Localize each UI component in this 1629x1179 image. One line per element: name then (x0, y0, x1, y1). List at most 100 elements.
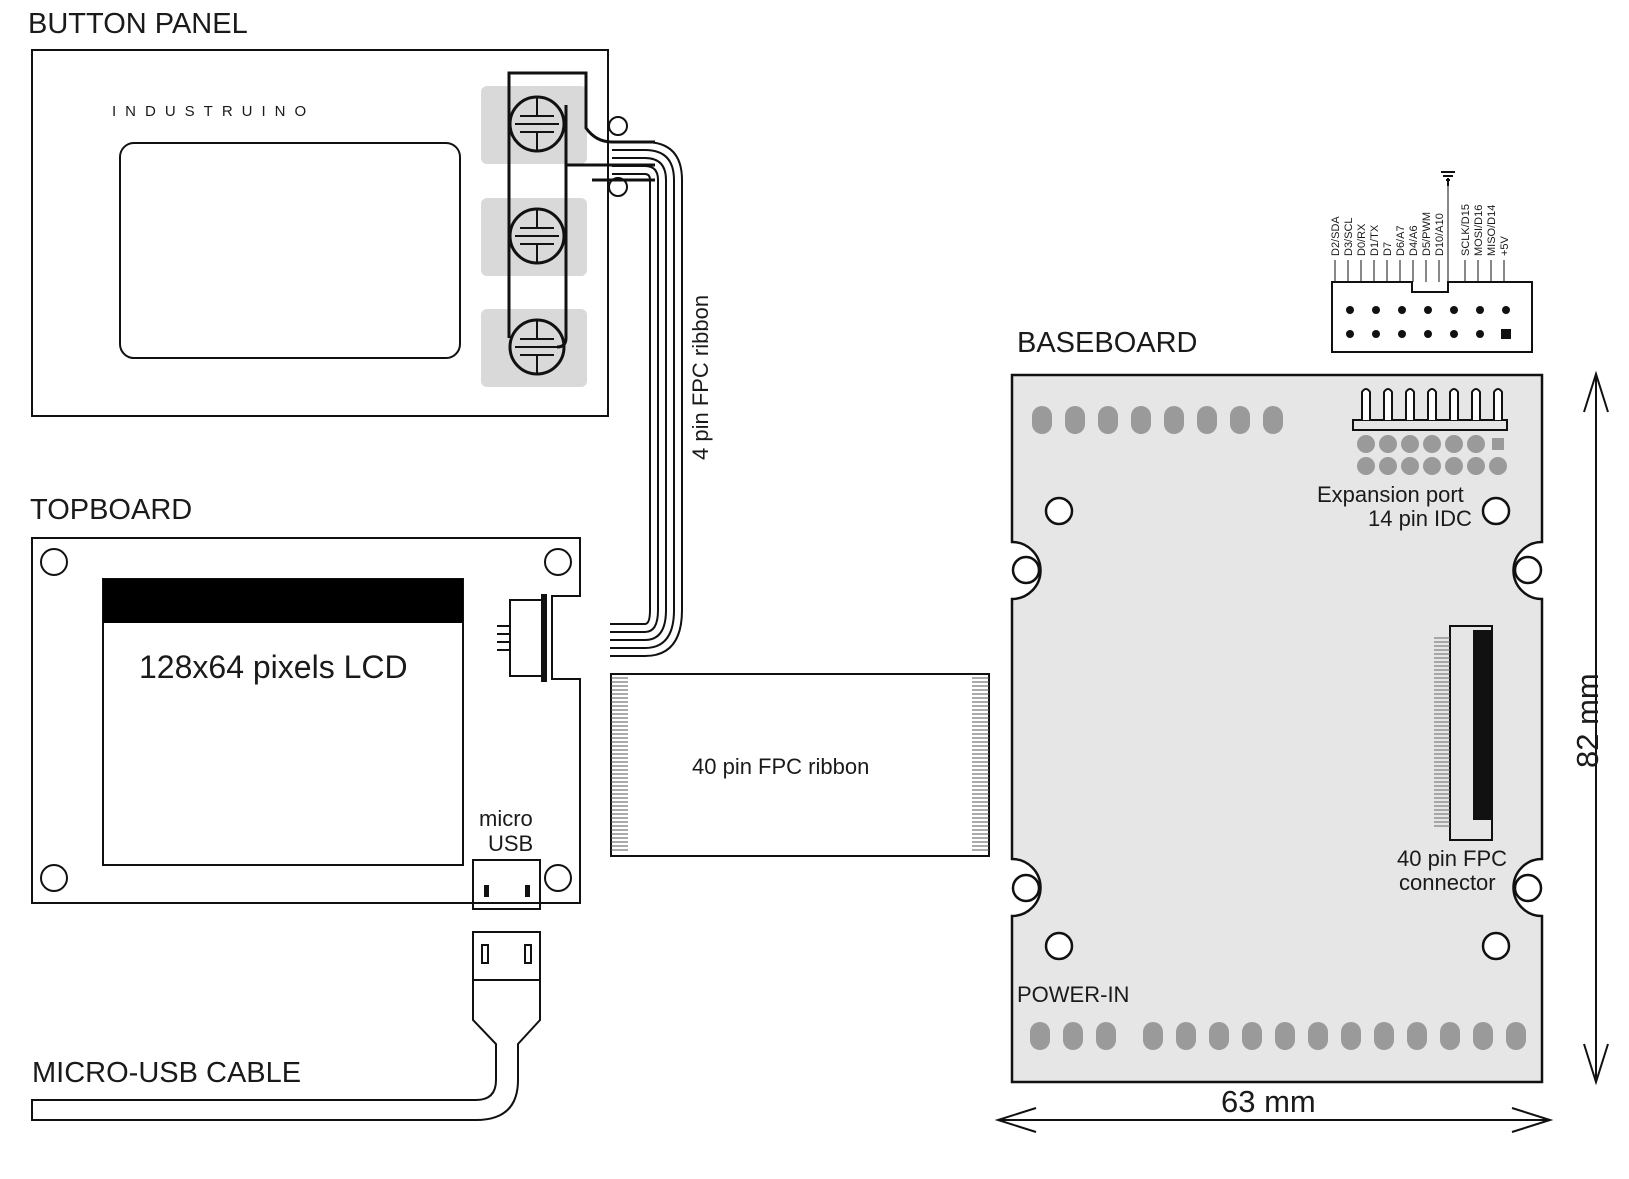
topboard-outline (31, 537, 581, 904)
micro-usb-port (472, 859, 541, 910)
baseboard-pad (1275, 1022, 1295, 1050)
ribbon-40pin-label: 40 pin FPC ribbon (692, 754, 869, 779)
baseboard-pad (1131, 406, 1151, 434)
idc-pin-dot (1476, 306, 1484, 314)
header-pad (1467, 435, 1485, 453)
pinout-label: D3/SCL (1343, 217, 1355, 256)
pinout-label: D7 (1382, 242, 1394, 256)
button-panel-title: BUTTON PANEL (28, 8, 248, 40)
fpc-connector-label-line2: connector (1399, 870, 1496, 895)
idc-pin-dot (1346, 306, 1354, 314)
micro-usb-cable-title: MICRO-USB CABLE (32, 1057, 301, 1089)
pinout-label: D5/PWM (1421, 212, 1433, 256)
height-dimension-arrow (1583, 370, 1609, 1086)
baseboard-pad (1032, 406, 1052, 434)
baseboard-pad (1341, 1022, 1361, 1050)
pinout-label: SCLK/D15 (1460, 204, 1472, 256)
lcd-top-bar (103, 579, 463, 623)
width-dimension-arrow (994, 1107, 1554, 1133)
ribbon-4pin-label: 4 pin FPC ribbon (688, 295, 713, 460)
button-panel-outline (31, 49, 609, 417)
header-pad (1357, 435, 1375, 453)
baseboard-title: BASEBOARD (1017, 327, 1198, 359)
pinout-label: D10/A10 (1434, 213, 1446, 256)
header-pad (1423, 457, 1441, 475)
pinout-label: D4/A6 (1408, 225, 1420, 256)
idc-pin-dot (1398, 306, 1406, 314)
idc-pin-dot (1476, 330, 1484, 338)
header-pad (1445, 435, 1463, 453)
expansion-header (1352, 388, 1508, 475)
header-pad (1357, 457, 1375, 475)
pinout-label: MISO/D14 (1486, 205, 1498, 256)
idc-pin-dot (1372, 330, 1380, 338)
width-dimension-label: 63 mm (1221, 1084, 1316, 1119)
micro-usb-cable (31, 931, 541, 1121)
ground-icon (1441, 171, 1455, 186)
brand-label: INDUSTRUINO (112, 103, 315, 120)
button-panel-display-window (119, 142, 461, 359)
baseboard-pad (1242, 1022, 1262, 1050)
pinout-label: D2/SDA (1330, 216, 1342, 256)
lcd-label: 128x64 pixels LCD (139, 649, 408, 685)
header-pin (1449, 388, 1459, 420)
baseboard-pad (1098, 406, 1118, 434)
baseboard-pad (1030, 1022, 1050, 1050)
baseboard-outline (1010, 373, 1544, 1084)
header-pin (1493, 388, 1503, 420)
height-dimension-label: 82 mm (1570, 673, 1605, 768)
header-pad (1489, 457, 1507, 475)
baseboard-pad (1176, 1022, 1196, 1050)
header-pad (1379, 457, 1397, 475)
baseboard-pad (1164, 406, 1184, 434)
idc-pin-dot (1398, 330, 1406, 338)
idc-pin-dot (1372, 306, 1380, 314)
idc-pin-dot (1450, 330, 1458, 338)
topboard-title: TOPBOARD (30, 494, 192, 526)
idc-connector-outline (1331, 281, 1533, 353)
header-pin (1361, 388, 1371, 420)
baseboard-mounting-holes (1011, 496, 1543, 961)
header-pad (1492, 438, 1504, 450)
header-pin (1471, 388, 1481, 420)
pinout-label: +5V (1499, 235, 1511, 256)
idc-pin-dot (1450, 306, 1458, 314)
baseboard-pad (1209, 1022, 1229, 1050)
baseboard-pad (1065, 406, 1085, 434)
baseboard-pad (1473, 1022, 1493, 1050)
power-in-label: POWER-IN (1017, 982, 1129, 1007)
micro-usb-label-line2: USB (488, 831, 533, 856)
pinout-label: D0/RX (1356, 223, 1368, 256)
baseboard-pad (1308, 1022, 1328, 1050)
pinout-label: D6/A7 (1395, 225, 1407, 256)
idc-pin-dot (1424, 306, 1432, 314)
idc-pin-dot (1502, 306, 1510, 314)
baseboard-top-pad-row (1032, 406, 1283, 434)
header-pad (1467, 457, 1485, 475)
baseboard-pad (1407, 1022, 1427, 1050)
idc-pin-square (1501, 329, 1511, 339)
fpc-connector-label-line1: 40 pin FPC (1397, 846, 1507, 871)
baseboard-bottom-pad-row (1030, 1022, 1526, 1050)
header-pad (1401, 457, 1419, 475)
pinout-label: MOSI/D16 (1473, 205, 1485, 256)
expansion-port-label-line1: Expansion port (1317, 482, 1464, 507)
header-pad (1379, 435, 1397, 453)
header-pin (1427, 388, 1437, 420)
expansion-port-label-line2: 14 pin IDC (1368, 506, 1472, 531)
baseboard-pad (1230, 406, 1250, 434)
pinout-label: D1/TX (1369, 224, 1381, 256)
baseboard-pad (1506, 1022, 1526, 1050)
header-pad (1445, 457, 1463, 475)
idc-pin-dot (1424, 330, 1432, 338)
baseboard-pad (1197, 406, 1217, 434)
micro-usb-label-line1: micro (479, 806, 533, 831)
header-pin (1405, 388, 1415, 420)
header-pin (1383, 388, 1393, 420)
baseboard-pad (1440, 1022, 1460, 1050)
lcd-display (102, 578, 464, 866)
ribbon-40pin (610, 673, 990, 857)
header-pad (1401, 435, 1419, 453)
baseboard-pad (1063, 1022, 1083, 1050)
